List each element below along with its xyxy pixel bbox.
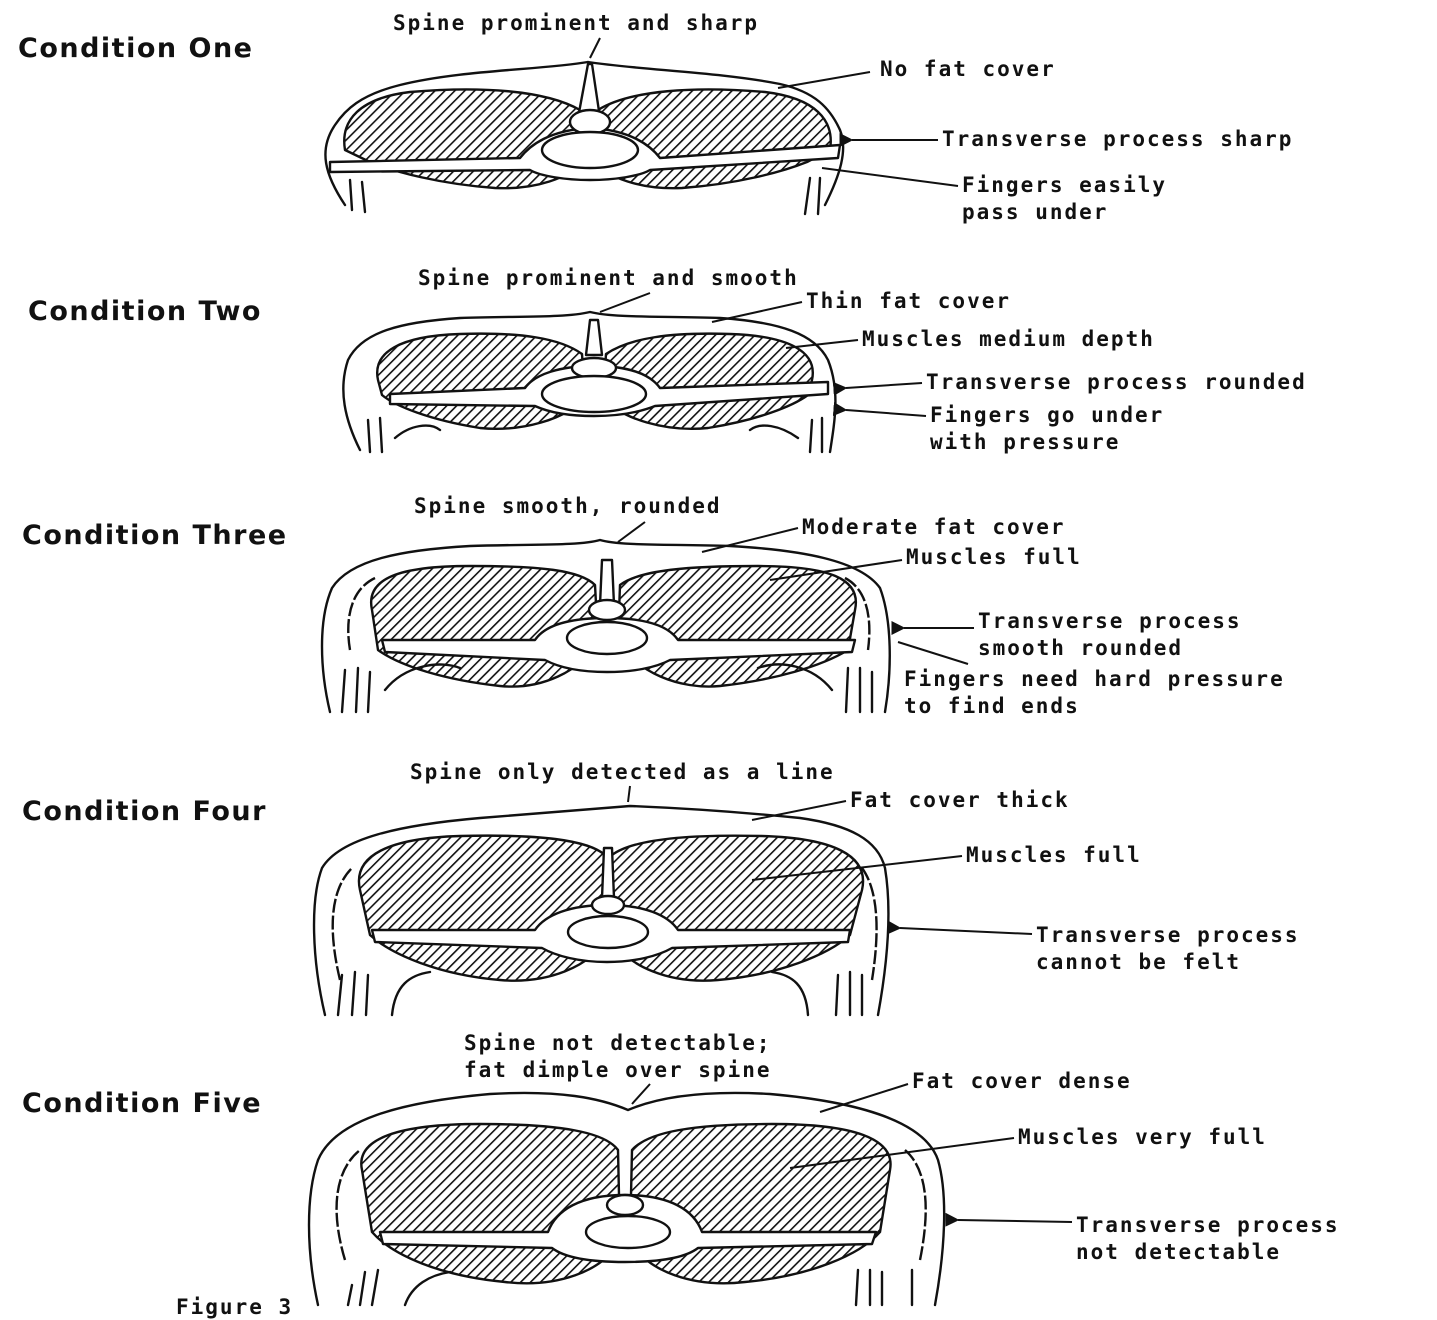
label-fingers-easily: Fingers easily xyxy=(962,173,1167,197)
label-fat-dimple-over-spine: fat dimple over spine xyxy=(464,1058,772,1082)
leader-spine xyxy=(632,1084,650,1104)
condition-two-title: Condition Two xyxy=(28,296,262,327)
leader-transverse xyxy=(846,383,922,388)
spinal-canal xyxy=(570,110,610,134)
label-fat-cover-thick: Fat cover thick xyxy=(850,788,1070,812)
label-transverse-process: Transverse process xyxy=(978,609,1242,633)
spinal-canal xyxy=(589,600,625,620)
left-rib xyxy=(338,972,430,1015)
label-spine-smooth-rounded: Spine smooth, rounded xyxy=(414,494,722,518)
label-not-detectable: not detectable xyxy=(1076,1240,1281,1264)
left-rib xyxy=(348,1270,450,1305)
condition-two-cross-section xyxy=(343,312,835,452)
right-rib xyxy=(805,178,820,214)
vertebral-body xyxy=(568,916,648,948)
label-spine-prominent-smooth: Spine prominent and smooth xyxy=(418,266,799,290)
label-transverse-process: Transverse process xyxy=(1076,1213,1340,1237)
label-cannot-be-felt: cannot be felt xyxy=(1036,950,1241,974)
label-fingers-need-hard-pressure: Fingers need hard pressure xyxy=(904,667,1285,691)
condition-three-title: Condition Three xyxy=(22,520,288,551)
condition-two-panel: Condition Two Spine prominent and smooth… xyxy=(28,266,1307,454)
condition-four-cross-section xyxy=(314,806,888,1015)
spinal-canal xyxy=(592,896,624,914)
leader-spine xyxy=(600,293,650,312)
condition-three-panel: Condition Three Spine smooth, rounded Mo… xyxy=(22,494,1285,718)
leader-fat xyxy=(778,72,870,88)
label-thin-fat-cover: Thin fat cover xyxy=(806,289,1011,313)
vertebral-body xyxy=(586,1216,670,1248)
left-rib xyxy=(368,418,440,452)
label-spine-not-detectable: Spine not detectable; xyxy=(464,1031,772,1055)
right-rib xyxy=(856,1270,912,1305)
leader-fat xyxy=(820,1084,908,1112)
condition-one-title: Condition One xyxy=(18,33,254,64)
right-loin-muscle xyxy=(610,836,863,981)
condition-one-panel: Condition One Spine prominent and sharp … xyxy=(18,11,1293,224)
label-spine-prominent-sharp: Spine prominent and sharp xyxy=(393,11,759,35)
label-transverse-process: Transverse process xyxy=(1036,923,1300,947)
right-rib xyxy=(772,972,862,1015)
vertebral-body xyxy=(567,622,647,654)
leader-muscles xyxy=(786,340,858,348)
label-fat-cover-dense: Fat cover dense xyxy=(912,1069,1132,1093)
condition-three-cross-section xyxy=(322,540,890,712)
leader-transverse xyxy=(958,1220,1072,1222)
label-transverse-process-rounded: Transverse process rounded xyxy=(926,370,1307,394)
leader-spine xyxy=(590,38,600,58)
label-no-fat-cover: No fat cover xyxy=(880,57,1056,81)
label-muscles-medium-depth: Muscles medium depth xyxy=(862,327,1155,351)
condition-five-cross-section xyxy=(309,1093,944,1305)
leader-fat xyxy=(712,302,802,322)
leader-fingers xyxy=(846,410,926,416)
label-transverse-process-sharp: Transverse process sharp xyxy=(942,127,1293,151)
label-pass-under: pass under xyxy=(962,200,1108,224)
leader-fingers xyxy=(898,642,968,664)
label-with-pressure: with pressure xyxy=(930,430,1120,454)
label-smooth-rounded: smooth rounded xyxy=(978,636,1183,660)
label-to-find-ends: to find ends xyxy=(904,694,1080,718)
vertebral-body xyxy=(542,132,638,168)
condition-five-panel: Condition Five Spine not detectable; fat… xyxy=(22,1031,1340,1305)
label-muscles-very-full: Muscles very full xyxy=(1018,1125,1267,1149)
left-rib xyxy=(350,180,365,212)
label-muscles-full: Muscles full xyxy=(966,843,1142,867)
leader-spine xyxy=(618,522,645,542)
vertebral-body xyxy=(542,376,646,412)
label-spine-only-detected-as-line: Spine only detected as a line xyxy=(410,760,835,784)
spinous-process xyxy=(602,848,614,898)
spinal-canal xyxy=(607,1195,643,1215)
label-moderate-fat-cover: Moderate fat cover xyxy=(802,515,1066,539)
right-rib xyxy=(750,418,822,452)
condition-four-title: Condition Four xyxy=(22,796,267,827)
figure-label: Figure 3 xyxy=(176,1295,293,1319)
condition-four-panel: Condition Four Spine only detected as a … xyxy=(22,760,1300,1015)
condition-five-title: Condition Five xyxy=(22,1088,262,1119)
leader-transverse xyxy=(900,928,1032,934)
spinous-process xyxy=(600,560,614,605)
label-muscles-full: Muscles full xyxy=(906,545,1082,569)
leader-spine xyxy=(628,786,630,802)
condition-one-cross-section xyxy=(325,62,843,214)
label-fingers-go-under: Fingers go under xyxy=(930,403,1164,427)
spinous-process xyxy=(586,320,602,355)
leader-fingers xyxy=(822,168,958,186)
